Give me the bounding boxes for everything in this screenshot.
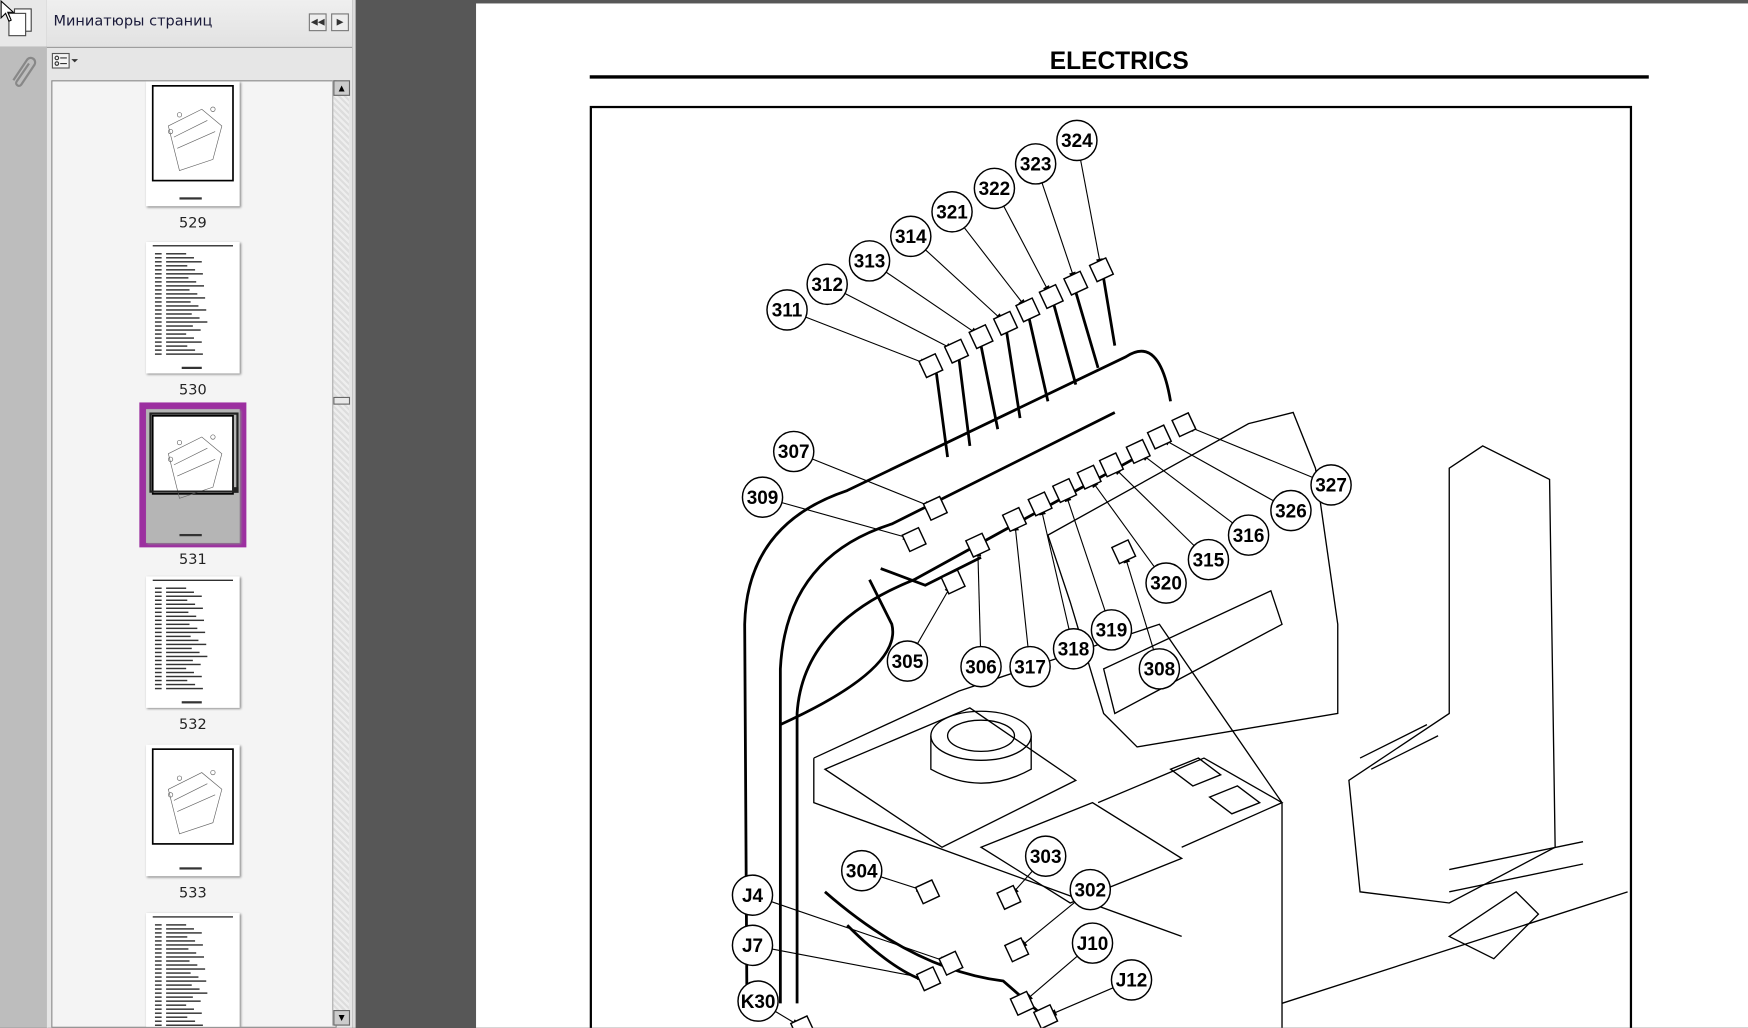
scroll-up-button[interactable]: ▲ <box>333 80 351 96</box>
callout-306: 306 <box>960 532 1002 688</box>
callout-327: 327 <box>1171 411 1352 506</box>
callout-316: 316 <box>1125 438 1270 556</box>
thumbnail-page-number: 531 <box>179 551 207 569</box>
scroll-thumb[interactable] <box>333 396 351 405</box>
page-thumbnail[interactable] <box>146 576 240 708</box>
page-thumbnail[interactable] <box>146 81 240 207</box>
callout-315: 315 <box>1098 452 1230 581</box>
callout-K30: K30 <box>737 980 816 1028</box>
callout-321: 321 <box>931 191 1041 323</box>
callout-323: 323 <box>1014 143 1089 296</box>
callout-label: 306 <box>965 657 997 678</box>
thumbnail-options-icon <box>51 52 79 69</box>
machine-drawing <box>813 411 1628 1028</box>
thumbnail-list: 529530531532533534 <box>51 80 337 1028</box>
callout-label: 318 <box>1058 640 1090 661</box>
next-button[interactable]: ▶ <box>331 13 349 32</box>
scrollbar[interactable]: ▲ ▼ <box>332 80 351 1026</box>
callout-label: J4 <box>742 886 764 907</box>
callout-J10: J10 <box>1009 922 1114 1017</box>
callout-label: 317 <box>1014 657 1046 678</box>
callout-J4: J4 <box>731 874 964 977</box>
callout-J12: J12 <box>1032 959 1153 1028</box>
callout-label: 305 <box>892 652 924 673</box>
top-border <box>476 0 1748 4</box>
collapse-panel-button[interactable]: ◀◀ <box>308 13 327 32</box>
callout-label: 313 <box>854 252 886 273</box>
callout-label: 308 <box>1144 660 1176 681</box>
callout-label: 327 <box>1315 476 1347 497</box>
thumbnail-page-number: 533 <box>179 885 207 902</box>
page-thumbnail[interactable] <box>146 744 240 877</box>
callout-302: 302 <box>1003 868 1112 963</box>
scroll-down-button[interactable]: ▼ <box>333 1010 351 1026</box>
document-page: ELECTRICS 324 <box>476 3 1748 1028</box>
callout-label: J7 <box>742 936 763 957</box>
callout-label: 309 <box>747 488 779 509</box>
callout-318: 318 <box>1027 491 1095 670</box>
thumbnail-page-number: 532 <box>179 716 207 734</box>
panel-header: Миниатюры страниц ◀◀ ▶ <box>46 0 353 48</box>
callout-label: K30 <box>741 992 776 1013</box>
callout-label: 307 <box>778 442 810 463</box>
thumbnail-page-number: 529 <box>179 215 207 232</box>
callout-314: 314 <box>890 215 1019 337</box>
page-thumbnail[interactable] <box>146 409 240 543</box>
callout-308: 308 <box>1110 539 1181 690</box>
callout-label: 312 <box>811 275 843 296</box>
callout-322: 322 <box>973 167 1065 310</box>
callout-309: 309 <box>741 476 927 553</box>
thumbnail-options-button[interactable] <box>51 52 79 70</box>
page-heading: ELECTRICS <box>1050 48 1189 75</box>
callout-304: 304 <box>840 849 941 905</box>
callout-324: 324 <box>1056 119 1115 283</box>
callout-label: 314 <box>895 227 927 248</box>
callout-326: 326 <box>1146 424 1312 532</box>
callout-305: 305 <box>886 569 966 682</box>
page-thumbnails-icon[interactable] <box>0 0 47 47</box>
callout-label: J10 <box>1077 934 1109 955</box>
callout-label: 320 <box>1150 574 1182 595</box>
callout-label: 326 <box>1275 501 1307 522</box>
thumbnails-panel: Миниатюры страниц ◀◀ ▶ 52953053153253353… <box>46 0 353 1028</box>
callout-label: 319 <box>1096 621 1128 642</box>
callout-label: 323 <box>1020 155 1052 176</box>
callout-label: 311 <box>772 301 803 322</box>
callout-320: 320 <box>1076 464 1187 604</box>
page-thumbnail[interactable] <box>146 913 240 1027</box>
callout-319: 319 <box>1051 477 1133 651</box>
callout-label: 321 <box>936 203 968 224</box>
callout-label: 304 <box>846 861 878 882</box>
callout-label: 324 <box>1061 131 1093 152</box>
callout-303: 303 <box>996 835 1067 911</box>
callout-label: 322 <box>979 179 1011 200</box>
callout-label: 315 <box>1193 550 1225 571</box>
thumbnail-page-number: 530 <box>179 382 207 400</box>
document-background <box>352 0 477 1028</box>
callout-label: 302 <box>1074 880 1106 901</box>
callout-label: 316 <box>1233 526 1265 547</box>
callout-313: 313 <box>848 240 994 350</box>
page-thumbnail[interactable] <box>146 241 240 374</box>
pages-tab[interactable] <box>0 0 47 47</box>
callout-label: J12 <box>1116 971 1148 992</box>
navigation-strip <box>0 46 48 1028</box>
callout-312: 312 <box>806 263 970 364</box>
callout-317: 317 <box>1001 506 1051 688</box>
paperclip-icon[interactable] <box>0 47 47 92</box>
callout-label: 303 <box>1030 847 1062 868</box>
panel-title: Миниатюры страниц <box>53 13 213 31</box>
mouse-cursor-icon <box>0 0 15 22</box>
callout-J7: J7 <box>731 924 942 992</box>
callout-311: 311 <box>766 289 944 379</box>
callout-307: 307 <box>772 430 949 522</box>
